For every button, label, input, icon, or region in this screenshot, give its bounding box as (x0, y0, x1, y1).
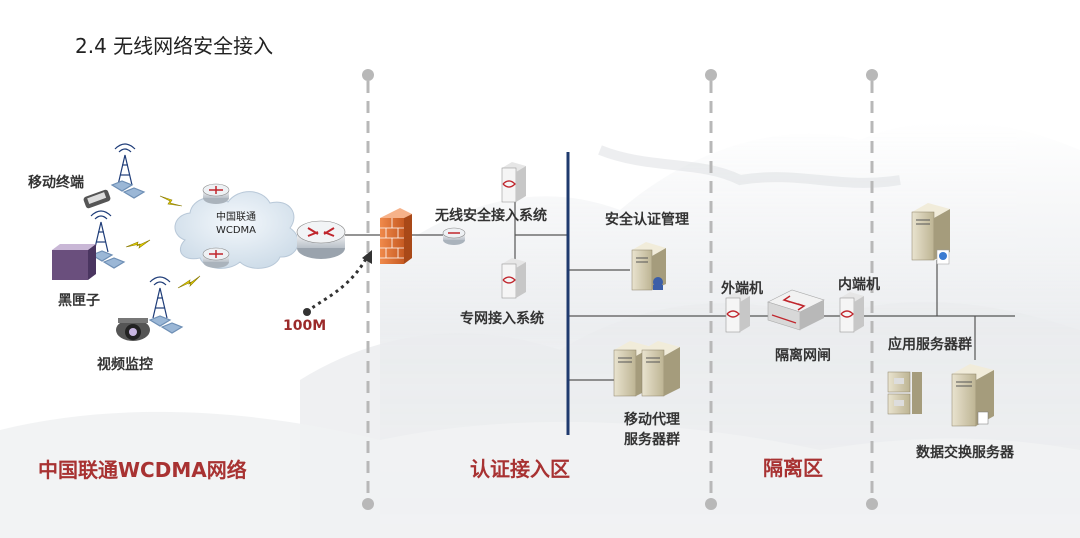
black-box-icon (52, 244, 96, 280)
mobile-terminal-label: 移动终端 (28, 175, 84, 191)
cell-tower-1 (110, 143, 146, 199)
proxy-server-icon-2 (641, 341, 680, 397)
dedicated-access-server-icon (501, 258, 526, 299)
cell-tower-3 (148, 276, 184, 334)
wireless-access-label: 无线安全接入系统 (435, 208, 547, 224)
auth-server-icon (631, 242, 666, 291)
app-server-icon (911, 203, 950, 265)
cell-tower-2 (90, 210, 126, 269)
app-servers-label: 应用服务器群 (888, 337, 972, 353)
access-router-icon (442, 227, 466, 245)
data-exchange-label: 数据交换服务器 (916, 445, 1014, 461)
zone-label-wcdma: 中国联通WCDMA网络 (38, 458, 247, 482)
app-server-cluster-icon (887, 371, 922, 415)
inner-host-label: 内端机 (838, 277, 880, 293)
video-monitor-label: 视频监控 (97, 357, 153, 373)
mobile-phone-icon (83, 189, 111, 209)
wireless-access-server-icon (501, 162, 526, 203)
dedicated-access-label: 专网接入系统 (460, 311, 544, 327)
mobile-proxy-label-line2: 服务器群 (624, 432, 680, 448)
auth-mgmt-label: 安全认证管理 (605, 212, 689, 228)
router-icon-1 (202, 183, 230, 204)
cloud-label-line2: WCDMA (215, 225, 257, 236)
lightning-icons (125, 195, 201, 289)
cloud-label-line1: 中国联通 (216, 212, 256, 223)
mobile-proxy-label-line1: 移动代理 (624, 412, 680, 428)
black-box-label: 黑匣子 (58, 293, 100, 309)
zone-divider-3 (866, 69, 878, 510)
slide-title: 2.4 无线网络安全接入 (75, 34, 274, 58)
router-icon-2 (202, 247, 230, 268)
isolation-gate-icon (767, 289, 825, 331)
mobile-proxy-label: 移动代理 服务器群 (624, 410, 680, 450)
zone-divider-1 (362, 69, 374, 510)
outer-host-label: 外端机 (721, 281, 763, 297)
isolation-gate-label: 隔离网闸 (775, 348, 831, 364)
inner-host-icon (839, 292, 864, 333)
zone-label-auth: 认证接入区 (470, 457, 570, 481)
bandwidth-arrow (303, 250, 372, 316)
camera-icon (116, 318, 150, 341)
core-router-icon (296, 220, 346, 259)
outer-host-icon (725, 292, 750, 333)
data-exchange-server-icon (951, 364, 994, 427)
cloud-label: 中国联通 WCDMA (206, 211, 266, 237)
zone-divider-2 (705, 69, 717, 510)
firewall-icon (380, 208, 412, 264)
mountain-background (0, 121, 1080, 538)
zone-label-isolation: 隔离区 (763, 456, 823, 480)
bandwidth-label: 100M (283, 318, 327, 334)
